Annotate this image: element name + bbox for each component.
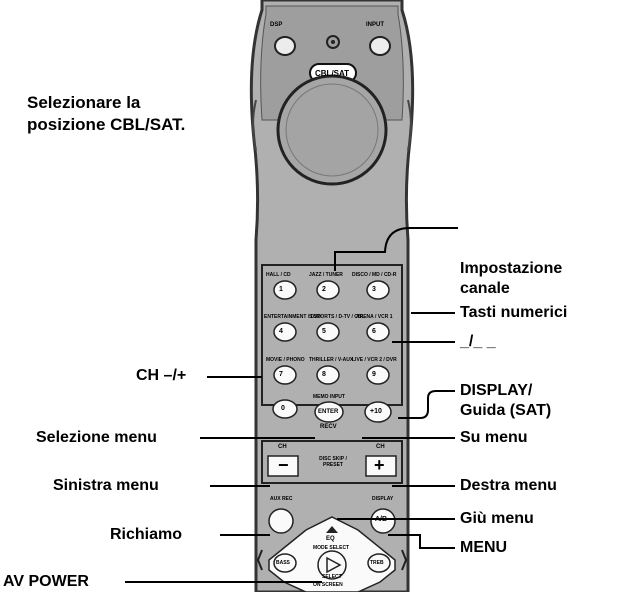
num-key-0-label: 0 — [281, 405, 285, 412]
enter-button[interactable] — [314, 401, 344, 423]
num-key-9[interactable] — [366, 365, 390, 385]
play-icon — [326, 556, 342, 574]
input-button[interactable] — [369, 36, 391, 56]
bass-button[interactable] — [273, 553, 297, 573]
jog-dial-inner — [285, 83, 379, 177]
num-4-caption: ENTERTAINMENT / DVD — [264, 314, 322, 320]
label-menu-up: Su menu — [460, 429, 528, 446]
label-channel-setting-line1: Impostazione — [460, 260, 563, 277]
label-display-line1: DISPLAY/ — [460, 382, 533, 399]
select-button[interactable] — [317, 550, 347, 580]
treb-label: TREB — [370, 560, 384, 566]
memo-input-caption: MEMO INPUT — [313, 394, 345, 400]
leader-lines — [125, 227, 458, 583]
label-numeric-keys: Tasti numerici — [460, 304, 568, 321]
ab-button[interactable] — [370, 508, 396, 534]
num-key-5[interactable] — [316, 322, 340, 342]
select-caption: SELECT — [322, 574, 342, 580]
ch-minus-label: − — [278, 455, 289, 475]
dsp-button[interactable] — [274, 36, 296, 56]
plus10-button[interactable] — [364, 401, 392, 423]
numeric-keys — [273, 280, 390, 385]
input-caption: INPUT — [366, 22, 384, 28]
dsp-caption: DSP — [270, 22, 283, 28]
ir-window-dot-icon — [331, 40, 335, 44]
label-av-power: AV POWER — [3, 573, 89, 590]
label-menu: MENU — [460, 539, 508, 556]
ch-plus-label: + — [374, 455, 385, 475]
ir-window-icon — [326, 35, 340, 49]
num-key-8-label: 8 — [322, 371, 326, 378]
num-key-2[interactable] — [316, 280, 340, 300]
num-2-caption: JAZZ / TUNER — [309, 272, 343, 278]
label-ch: CH –/+ — [136, 367, 187, 384]
ch-panel — [261, 440, 403, 484]
ab-caption: DISPLAY — [372, 496, 394, 502]
num-6-caption: ARENA / VCR 1 — [356, 314, 393, 320]
num-5-caption: S.SPORTS / D-TV / CBL — [309, 314, 365, 320]
num-key-2-label: 2 — [322, 286, 326, 293]
num-key-3[interactable] — [366, 280, 390, 300]
recv-caption: RECV — [320, 424, 337, 430]
mode-select-caption: MODE SELECT — [313, 545, 350, 551]
right-chevron-icon — [401, 549, 408, 571]
disc-skip-caption: DISC SKIP / PRESET — [319, 456, 347, 468]
label-recall: Richiamo — [110, 526, 183, 543]
num-9-caption: LIVE / VCR 2 / DVR — [352, 357, 397, 363]
aux-rec-button[interactable] — [268, 508, 294, 534]
label-select-cbl-sat-line1: Selezionare la — [27, 93, 141, 112]
num-key-9-label: 9 — [372, 371, 376, 378]
num-key-7[interactable] — [273, 365, 297, 385]
num-key-5-label: 5 — [322, 328, 326, 335]
num-key-6-label: 6 — [372, 328, 376, 335]
num-key-4[interactable] — [273, 322, 297, 342]
ch-left-caption: CH — [278, 444, 287, 450]
treb-button[interactable] — [367, 553, 391, 573]
label-menu-select: Selezione menu — [36, 429, 157, 446]
num-key-4-label: 4 — [279, 328, 283, 335]
up-arrow-icon — [326, 526, 338, 533]
num-3-caption: DISCO / MD / CD-R — [352, 272, 397, 278]
num-key-7-label: 7 — [279, 371, 283, 378]
label-display-line2: Guida (SAT) — [460, 402, 552, 419]
num-key-1-label: 1 — [279, 286, 283, 293]
num-key-0[interactable] — [272, 399, 298, 419]
num-1-caption: HALL / CD — [266, 272, 291, 278]
cbl-sat-selector-label: CBL/SAT — [315, 69, 350, 78]
label-menu-down: Giù menu — [460, 510, 534, 527]
ch-plus-button[interactable] — [365, 455, 397, 477]
ch-minus-button[interactable] — [267, 455, 299, 477]
label-dash-key: _/_ _ — [460, 333, 496, 350]
on-screen-caption: ON SCREEN — [313, 582, 343, 588]
bass-label: BASS — [276, 560, 290, 566]
eq-label: EQ — [326, 536, 335, 542]
ch-right-caption: CH — [376, 444, 385, 450]
plus10-label: +10 — [370, 408, 382, 415]
ab-label: A/B — [375, 516, 388, 523]
enter-label: ENTER — [318, 409, 339, 415]
num-key-6[interactable] — [366, 322, 390, 342]
num-key-3-label: 3 — [372, 286, 376, 293]
left-chevron-icon — [256, 549, 263, 571]
label-menu-left: Sinistra menu — [53, 477, 159, 494]
num-key-8[interactable] — [316, 365, 340, 385]
num-8-caption: THRILLER / V-AUX — [309, 357, 354, 363]
num-7-caption: MOVIE / PHONO — [266, 357, 305, 363]
num-key-1[interactable] — [273, 280, 297, 300]
label-menu-right: Destra menu — [460, 477, 557, 494]
aux-rec-caption: AUX REC — [270, 496, 293, 502]
dial-side-ridges — [252, 99, 412, 151]
label-select-cbl-sat-line2: posizione CBL/SAT. — [27, 115, 186, 134]
label-channel-setting-line2: canale — [460, 280, 510, 297]
